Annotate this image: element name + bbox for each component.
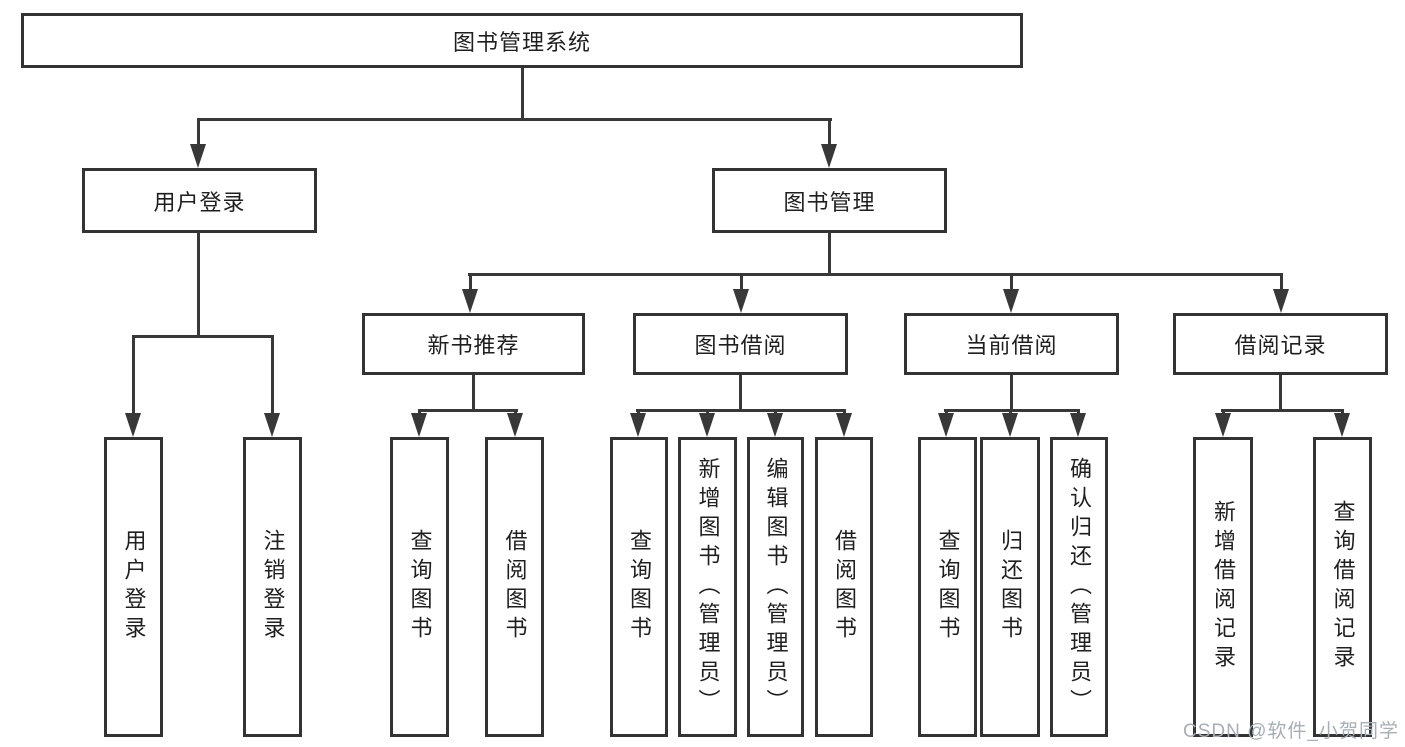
node-label: 归还图书 [998, 529, 1023, 645]
node-label: 图书管理 [783, 189, 876, 215]
node-book-borrow: 图书借阅 [633, 313, 848, 375]
connector-line [132, 335, 273, 338]
connector-line [1010, 375, 1013, 412]
leaf-user-login: 用户登录 [104, 437, 163, 737]
node-label: 查询图书 [627, 529, 652, 645]
connector-line [472, 375, 475, 412]
leaf-confirm-return-admin: 确认归还（管理员） [1050, 437, 1108, 737]
leaf-borrow-book-recommend: 借阅图书 [485, 437, 544, 737]
connector-line [828, 232, 831, 276]
arrow-down-icon [733, 289, 749, 313]
arrow-down-icon [264, 413, 280, 437]
node-library-system: 图书管理系统 [21, 13, 1023, 68]
node-label: 注销登录 [260, 529, 286, 645]
arrow-down-icon [507, 413, 523, 437]
node-label: 用户登录 [153, 189, 246, 215]
arrow-down-icon [1215, 413, 1231, 437]
leaf-edit-book-admin: 编辑图书（管理员） [747, 437, 804, 737]
connector-line [521, 68, 524, 121]
node-borrow-record: 借阅记录 [1173, 313, 1388, 375]
arrow-down-icon [630, 413, 646, 437]
connector-line [739, 375, 742, 412]
node-label: 查询图书 [407, 529, 433, 645]
node-label: 新增借阅记录 [1211, 500, 1236, 674]
arrow-down-icon [1002, 413, 1018, 437]
node-user-login: 用户登录 [82, 168, 317, 233]
connector-line [1221, 409, 1343, 412]
connector-line [197, 118, 832, 121]
connector-line [271, 335, 274, 415]
connector-line [740, 273, 743, 291]
leaf-add-book-admin: 新增图书（管理员） [678, 437, 737, 737]
connector-line [469, 273, 472, 291]
node-label: 新增图书（管理员） [695, 456, 721, 718]
connector-line [197, 118, 200, 146]
arrow-down-icon [462, 289, 478, 313]
leaf-logout: 注销登录 [243, 437, 302, 737]
arrow-down-icon [767, 413, 783, 437]
node-label: 新书推荐 [427, 333, 520, 358]
node-label: 确认归还（管理员） [1067, 456, 1092, 718]
node-label: 用户登录 [121, 529, 147, 645]
node-label: 借阅记录 [1234, 333, 1327, 358]
node-label: 查询借阅记录 [1330, 500, 1356, 674]
node-label: 图书借阅 [694, 333, 787, 358]
connector-line [1010, 273, 1013, 291]
arrow-down-icon [1070, 413, 1086, 437]
arrow-down-icon [938, 413, 954, 437]
connector-line [197, 232, 200, 338]
leaf-add-borrow-record: 新增借阅记录 [1193, 437, 1253, 737]
csdn-watermark: CSDN @软件_小贺同学 [1183, 721, 1399, 742]
connector-line [828, 118, 831, 146]
node-label: 借阅图书 [502, 529, 528, 645]
arrow-down-icon [1334, 413, 1350, 437]
leaf-borrow-book: 借阅图书 [815, 437, 873, 737]
arrow-down-icon [125, 413, 141, 437]
arrow-down-icon [1273, 289, 1289, 313]
node-label: 编辑图书（管理员） [763, 456, 789, 718]
node-label: 图书管理系统 [452, 29, 591, 55]
connector-line [636, 409, 846, 412]
arrow-down-icon [699, 413, 715, 437]
node-new-book-recommend: 新书推荐 [362, 313, 585, 375]
node-current-borrow: 当前借阅 [904, 313, 1119, 375]
connector-line [132, 335, 135, 415]
node-label: 查询图书 [935, 529, 961, 645]
connector-line [1280, 273, 1283, 291]
leaf-query-book-recommend: 查询图书 [390, 437, 449, 737]
arrow-down-icon [836, 413, 852, 437]
node-book-management: 图书管理 [712, 168, 947, 233]
connector-line [944, 409, 1080, 412]
leaf-query-borrow-record: 查询借阅记录 [1313, 437, 1372, 737]
node-label: 当前借阅 [965, 333, 1058, 358]
leaf-query-book-current: 查询图书 [918, 437, 977, 737]
arrow-down-icon [821, 144, 837, 168]
node-label: 借阅图书 [832, 529, 857, 645]
arrow-down-icon [1003, 289, 1019, 313]
connector-line [468, 273, 1282, 276]
arrow-down-icon [190, 144, 206, 168]
leaf-query-book-borrow: 查询图书 [610, 437, 668, 737]
leaf-return-book: 归还图书 [980, 437, 1040, 737]
arrow-down-icon [411, 413, 427, 437]
connector-line [1279, 375, 1282, 412]
connector-line [418, 409, 518, 412]
